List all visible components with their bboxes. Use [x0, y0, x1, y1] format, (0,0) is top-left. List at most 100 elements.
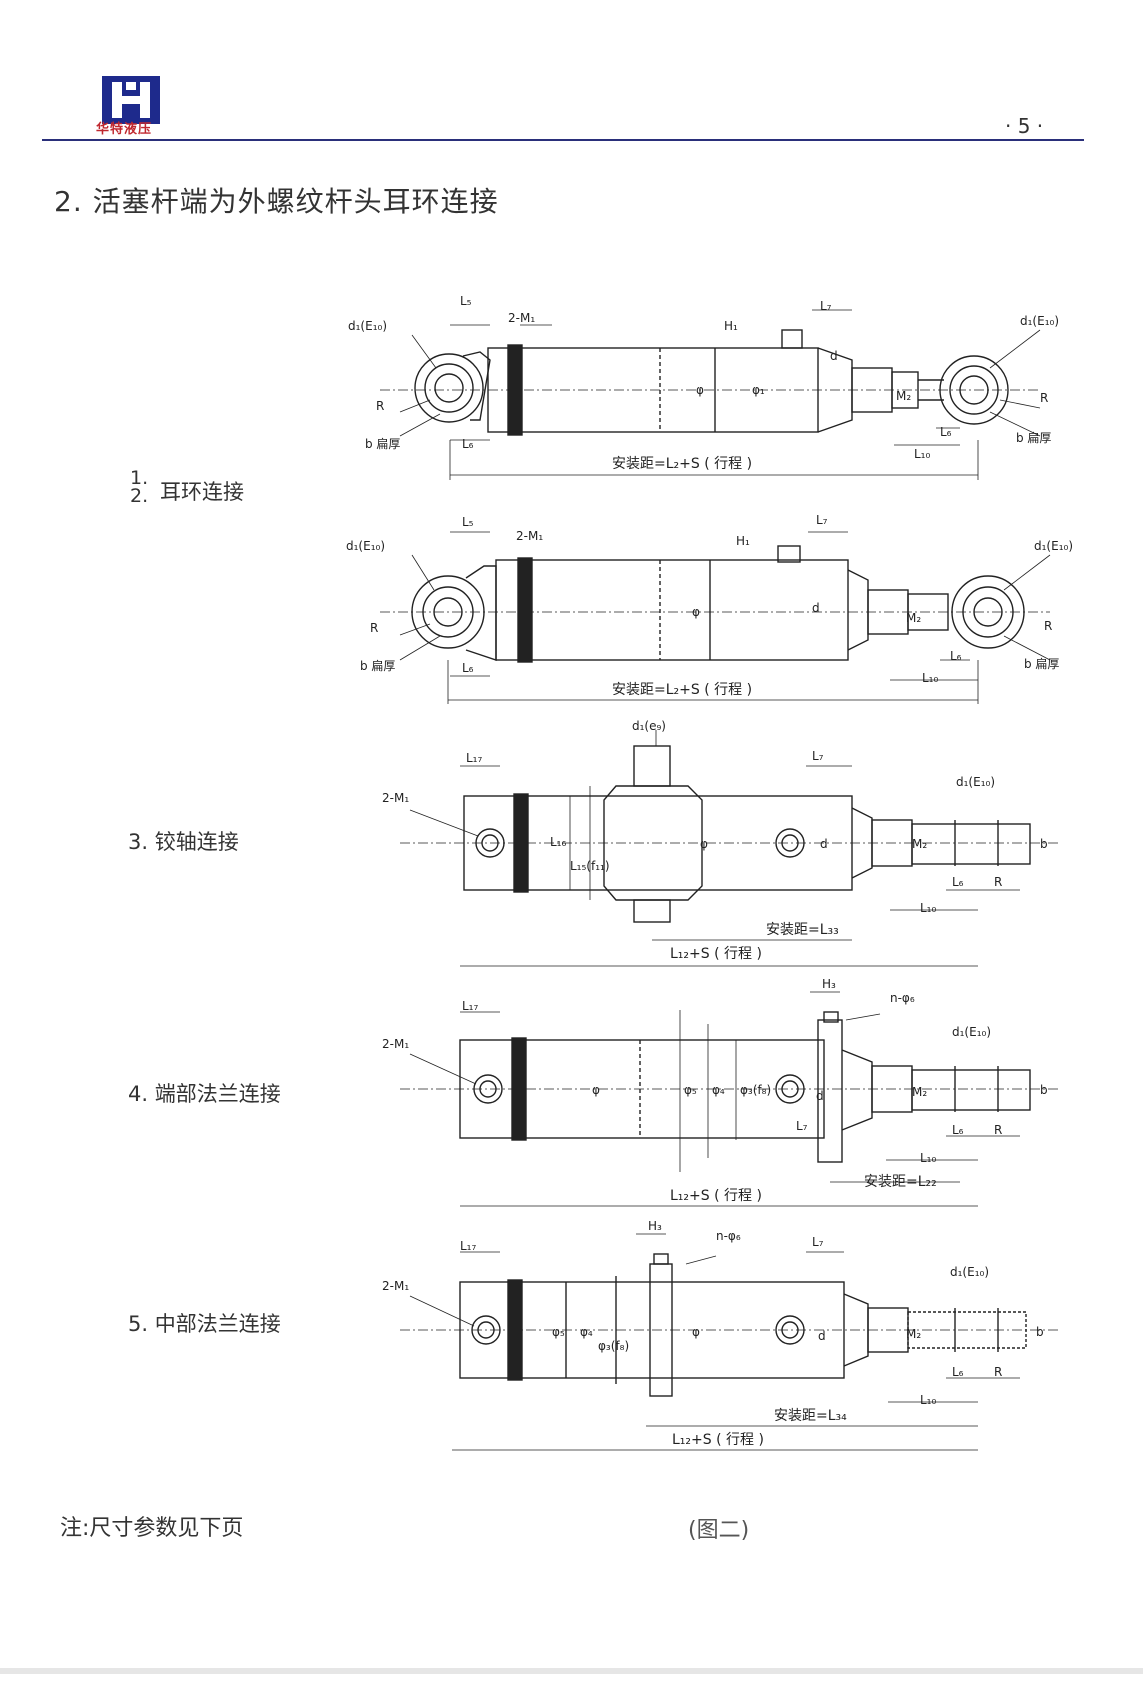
brand-name: 华特液压	[96, 122, 153, 137]
drawing-4-end-flange: L₁₇ H₃ n-φ₆ 2-M₁ d₁(E₁₀) φ φ₅ φ₄ φ₃(f₈) …	[382, 977, 1060, 1207]
item-label-middle-flange: 5. 中部法兰连接	[128, 1312, 281, 1336]
d2-label-b-left: b 扁厚	[360, 659, 395, 673]
d2-label-h1: H₁	[736, 534, 750, 548]
d5-label-phi: φ	[692, 1325, 700, 1339]
d5-label-l7: L₇	[812, 1235, 824, 1249]
d2-label-d: d	[812, 601, 820, 615]
d5-label-phi3: φ₃(f₈)	[598, 1339, 629, 1353]
drawing-5-middle-flange: L₁₇ H₃ n-φ₆ L₇ 2-M₁ d₁(E₁₀) φ₅ φ₄ φ₃(f₈)…	[382, 1219, 1060, 1451]
d1-label-phi: φ	[696, 383, 704, 397]
d2-label-b-right: b 扁厚	[1024, 657, 1059, 671]
d2-label-m1: 2-M₁	[516, 529, 543, 543]
d2-label-d1e10-left: d₁(E₁₀)	[346, 539, 385, 553]
d3-label-install: 安装距=L₃₃	[766, 922, 839, 938]
d1-label-b-right: b 扁厚	[1016, 431, 1051, 445]
d3-label-d1e10: d₁(E₁₀)	[956, 775, 995, 789]
d3-label-m2: M₂	[912, 837, 927, 851]
page-number: · 5 ·	[1005, 114, 1044, 138]
d4-label-l10: L₁₀	[920, 1151, 936, 1165]
d4-label-n-phi6: n-φ₆	[890, 991, 915, 1005]
d1-label-h1: H₁	[724, 319, 738, 333]
d4-label-total: L₁₂+S ( 行程 )	[670, 1188, 762, 1204]
d5-label-h3: H₃	[648, 1219, 662, 1233]
drawing-2-ear-ring: d₁(E₁₀) L₅ 2-M₁ H₁ L₇ d₁(E₁₀) R b 扁厚 L₆ …	[346, 513, 1073, 704]
d2-label-install: 安装距=L₂+S ( 行程 )	[612, 682, 752, 698]
d3-label-phi: φ	[700, 837, 708, 851]
company-logo	[102, 76, 160, 124]
d2-label-r-right: R	[1044, 619, 1052, 633]
d4-label-phi5: φ₅	[684, 1083, 697, 1097]
d3-label-l15: L₁₅(f₁₁)	[570, 859, 610, 873]
d2-label-l5: L₅	[462, 515, 474, 529]
d5-label-b: b	[1036, 1325, 1044, 1339]
d5-label-d: d	[818, 1329, 826, 1343]
d2-label-l10: L₁₀	[922, 671, 938, 685]
d1-label-d1e10-left: d₁(E₁₀)	[348, 319, 387, 333]
d1-label-l6-right: L₆	[940, 425, 952, 439]
d1-label-l6-left: L₆	[462, 437, 474, 451]
d5-label-l10: L₁₀	[920, 1393, 936, 1407]
d2-label-m2: M₂	[906, 611, 921, 625]
d2-label-l6-left: L₆	[462, 661, 474, 675]
d4-label-l17: L₁₇	[462, 999, 478, 1013]
d2-label-l6-right: L₆	[950, 649, 962, 663]
footnote: 注:尺寸参数见下页	[60, 1516, 244, 1541]
d4-label-l6: L₆	[952, 1123, 964, 1137]
item-number-1: 1.	[130, 467, 149, 489]
d5-label-phi4: φ₄	[580, 1325, 593, 1339]
d3-label-r: R	[994, 875, 1002, 889]
d4-label-h3: H₃	[822, 977, 836, 991]
d4-label-r: R	[994, 1123, 1002, 1137]
d4-label-m2: M₂	[912, 1085, 927, 1099]
item-label-trunnion: 3. 铰轴连接	[128, 830, 239, 854]
d4-label-d1e10: d₁(E₁₀)	[952, 1025, 991, 1039]
d1-label-d: d	[830, 349, 838, 363]
d3-label-total: L₁₂+S ( 行程 )	[670, 946, 762, 962]
d4-label-m1: 2-M₁	[382, 1037, 409, 1051]
d2-label-phi: φ	[692, 605, 700, 619]
d5-label-l6: L₆	[952, 1365, 964, 1379]
d3-label-m1: 2-M₁	[382, 791, 409, 805]
d3-label-l7: L₇	[812, 749, 824, 763]
d1-label-m2: M₂	[896, 389, 911, 403]
d5-label-m2: M₂	[906, 1327, 921, 1341]
item-number-2: 2.	[130, 485, 149, 507]
d4-label-b: b	[1040, 1083, 1048, 1097]
d1-label-l5: L₅	[460, 294, 472, 308]
d1-label-l10: L₁₀	[914, 447, 930, 461]
d3-label-l16: L₁₆	[550, 835, 566, 849]
d5-label-r: R	[994, 1365, 1002, 1379]
d1-label-r-left: R	[376, 399, 384, 413]
d1-label-b-left: b 扁厚	[365, 437, 400, 451]
d3-label-l17: L₁₇	[466, 751, 482, 765]
d3-label-b: b	[1040, 837, 1048, 851]
d5-label-d1e10: d₁(E₁₀)	[950, 1265, 989, 1279]
d1-label-d1e10-right: d₁(E₁₀)	[1020, 314, 1059, 328]
d2-label-d1e10-right: d₁(E₁₀)	[1034, 539, 1073, 553]
d1-label-r-right: R	[1040, 391, 1048, 405]
d4-label-phi3: φ₃(f₈)	[740, 1083, 771, 1097]
d3-label-l10: L₁₀	[920, 901, 936, 915]
section-title: 2. 活塞杆端为外螺纹杆头耳环连接	[54, 185, 499, 218]
drawing-3-trunnion: d₁(e₉) L₁₇ L₇ 2-M₁ d₁(E₁₀) L₁₆ L₁₅(f₁₁) …	[382, 719, 1060, 967]
figure-caption: (图二)	[688, 1518, 750, 1543]
d3-label-l6: L₆	[952, 875, 964, 889]
d1-label-m1: 2-M₁	[508, 311, 535, 325]
header-rule	[42, 139, 1084, 141]
page-bottom-edge	[0, 1668, 1143, 1674]
d1-label-install: 安装距=L₂+S ( 行程 )	[612, 456, 752, 472]
d5-label-phi5: φ₅	[552, 1325, 565, 1339]
d2-label-l7: L₇	[816, 513, 828, 527]
d4-label-phi4: φ₄	[712, 1083, 725, 1097]
item-label-end-flange: 4. 端部法兰连接	[128, 1082, 281, 1106]
d4-label-phi: φ	[592, 1083, 600, 1097]
d5-label-total: L₁₂+S ( 行程 )	[672, 1432, 764, 1448]
d5-label-n-phi6: n-φ₆	[716, 1229, 741, 1243]
item-label-ear-ring: 耳环连接	[160, 480, 244, 504]
d3-label-d1e9: d₁(e₉)	[632, 719, 666, 733]
drawing-1-ear-ring: d₁(E₁₀) L₅ 2-M₁ H₁ L₇ d₁(E₁₀) R b 扁厚 L₆ …	[348, 294, 1059, 480]
d5-label-install: 安装距=L₃₄	[774, 1408, 847, 1424]
d5-label-l17: L₁₇	[460, 1239, 476, 1253]
